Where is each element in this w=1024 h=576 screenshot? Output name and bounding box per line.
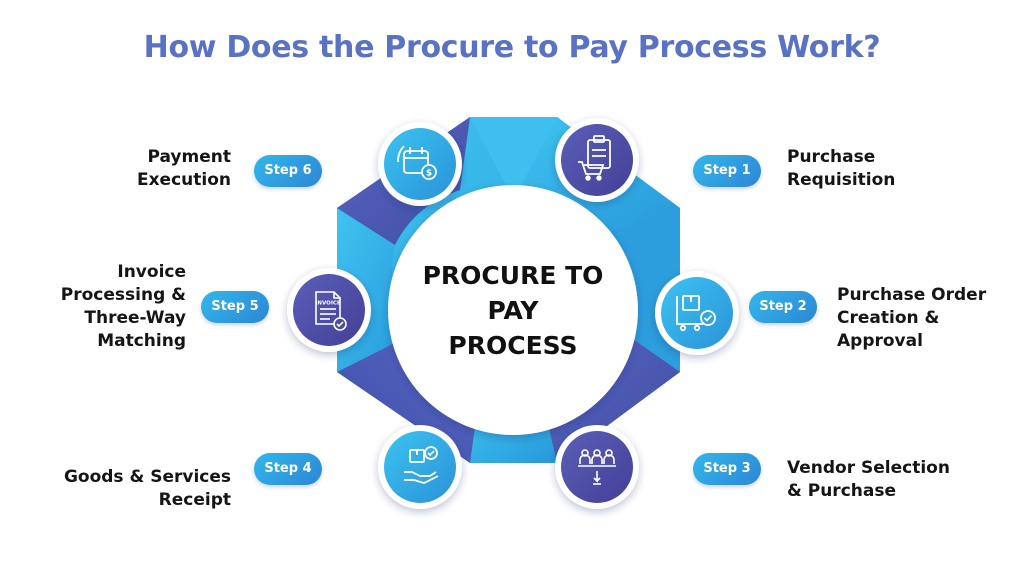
step2-label-line: Approval bbox=[837, 331, 923, 351]
step5-label-line: Matching bbox=[97, 331, 186, 351]
step6-label: Payment Execution bbox=[137, 146, 231, 192]
center-line-2: PAY bbox=[487, 296, 539, 325]
step2-badge: Step 2 bbox=[749, 291, 817, 323]
step4-label-line: Receipt bbox=[158, 490, 231, 510]
step4-badge: Step 4 bbox=[254, 453, 322, 485]
center-label: PROCURE TO PAY PROCESS bbox=[398, 258, 628, 363]
center-line-3: PROCESS bbox=[448, 331, 578, 360]
step6-badge: Step 6 bbox=[254, 155, 322, 187]
step6-node: $ bbox=[378, 122, 462, 206]
step5-badge: Step 5 bbox=[201, 291, 269, 323]
step5-label-line: Processing & bbox=[60, 285, 186, 305]
step4-label: Goods & Services Receipt bbox=[64, 466, 231, 512]
center-line-1: PROCURE TO bbox=[422, 261, 604, 290]
vendor-selection-icon bbox=[578, 449, 616, 485]
step3-label: Vendor Selection & Purchase bbox=[787, 457, 950, 503]
step4-label-line: Goods & Services bbox=[63, 467, 231, 487]
center-circle bbox=[388, 185, 638, 435]
step1-badge: Step 1 bbox=[693, 155, 761, 187]
step5-node: INVOICE bbox=[287, 268, 371, 352]
step1-node bbox=[555, 118, 639, 202]
clipboard-cart-icon bbox=[578, 135, 611, 181]
step3-badge: Step 3 bbox=[693, 453, 761, 485]
page-title: How Does the Procure to Pay Process Work… bbox=[143, 30, 881, 65]
step6-label-line: Payment bbox=[147, 147, 231, 167]
step2-label-line: Creation & bbox=[837, 308, 940, 328]
step5-label-line: Invoice bbox=[117, 262, 186, 282]
step3-label-line: & Purchase bbox=[787, 481, 896, 501]
step6-label-line: Execution bbox=[136, 170, 231, 190]
svg-text:$: $ bbox=[426, 169, 432, 179]
step1-label-line: Requisition bbox=[787, 170, 896, 190]
step5-label-line: Three-Way bbox=[84, 308, 186, 328]
hand-box-icon bbox=[404, 446, 439, 484]
step3-label-line: Vendor Selection bbox=[787, 458, 950, 478]
invoice-icon-text: INVOICE bbox=[315, 301, 341, 307]
step1-label: Purchase Requisition bbox=[787, 146, 895, 192]
step2-label-line: Purchase Order bbox=[837, 285, 987, 305]
step1-label-line: Purchase bbox=[787, 147, 876, 167]
step4-node bbox=[378, 425, 462, 509]
cart-approval-icon bbox=[676, 295, 716, 332]
invoice-icon bbox=[315, 291, 347, 331]
step5-label: Invoice Processing & Three-Way Matching bbox=[61, 261, 186, 353]
step2-node bbox=[655, 271, 739, 355]
step2-label: Purchase Order Creation & Approval bbox=[837, 284, 986, 353]
step3-node bbox=[555, 425, 639, 509]
calendar-payment-icon: $ bbox=[397, 145, 437, 180]
